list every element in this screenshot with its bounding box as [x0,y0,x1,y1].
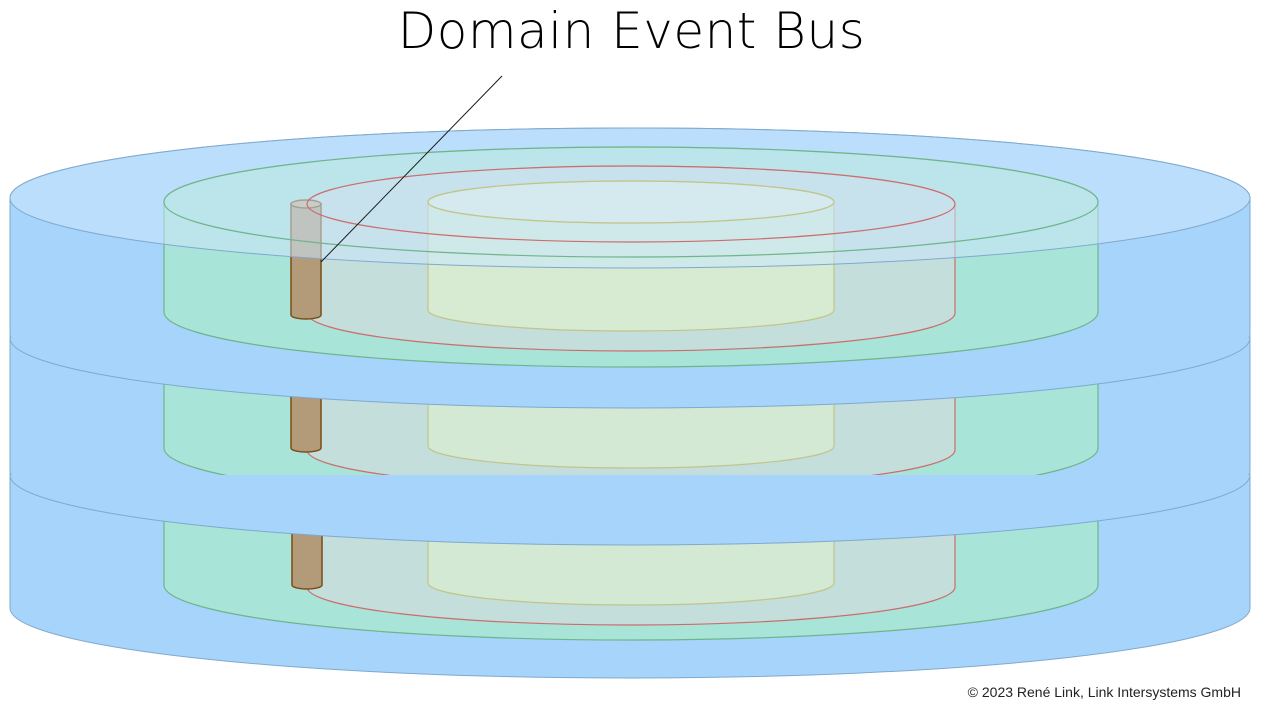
copyright-notice: © 2023 René Link, Link Intersystems GmbH [967,684,1241,700]
layer-3-top-face [9,474,1251,546]
layer-1-yellow-core-outline [427,180,835,224]
layer-2-event-bus-segment [290,389,322,453]
callout-leader-line [320,75,503,263]
layer-1 [9,127,1251,409]
layer-2-yellow-core [427,394,835,469]
layer-1-outer-top-face [9,127,1251,269]
layer-2-top-face [9,337,1251,409]
layer-3-event-bus-segment [291,524,323,590]
diagram-title: Domain Event Bus [397,2,866,60]
layer-1-green-ring-top [163,146,1099,258]
layer-3-yellow-core [427,529,835,606]
layer-1-red-ring-top [306,165,956,243]
